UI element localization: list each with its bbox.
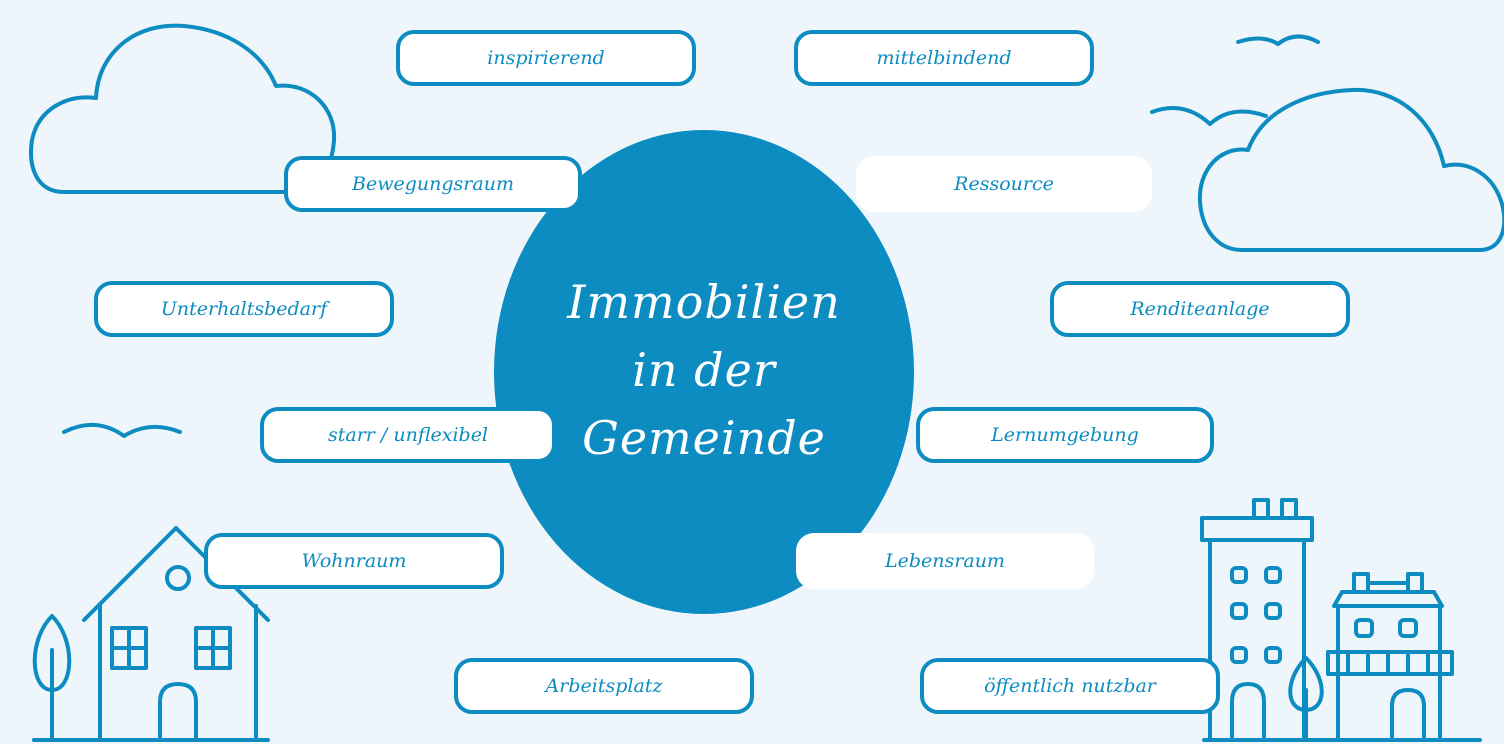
bird-icon xyxy=(1150,106,1268,126)
center-title: Immobilien in der Gemeinde xyxy=(494,268,914,472)
shop-building-icon xyxy=(1326,572,1454,742)
bird-icon xyxy=(62,422,182,438)
term-inspirierend: inspirierend xyxy=(396,30,696,86)
term-mittelbindend: mittelbindend xyxy=(794,30,1094,86)
cloud-icon xyxy=(29,23,337,194)
cloud-icon xyxy=(1197,87,1504,252)
house-icon xyxy=(82,526,270,742)
term-bewegungsraum: Bewegungsraum xyxy=(284,156,582,212)
tree-icon xyxy=(32,614,72,742)
term-renditeanlage: Renditeanlage xyxy=(1050,281,1350,337)
term-starr-unflexibel: starr / unflexibel xyxy=(260,407,556,463)
center-title-line-1: Immobilien xyxy=(567,275,841,329)
center-title-line-3: Gemeinde xyxy=(582,411,826,465)
term-ressource: Ressource xyxy=(856,156,1152,212)
term-unterhaltsbedarf: Unterhaltsbedarf xyxy=(94,281,394,337)
center-title-line-2: in der xyxy=(632,343,776,397)
bird-icon xyxy=(1236,34,1320,46)
term-arbeitsplatz: Arbeitsplatz xyxy=(454,658,754,714)
term-lernumgebung: Lernumgebung xyxy=(916,407,1214,463)
term-wohnraum: Wohnraum xyxy=(204,533,504,589)
term-lebensraum: Lebensraum xyxy=(796,533,1094,589)
term-oeffentlich-nutzbar: öffentlich nutzbar xyxy=(920,658,1220,714)
tree-icon xyxy=(1288,656,1324,742)
